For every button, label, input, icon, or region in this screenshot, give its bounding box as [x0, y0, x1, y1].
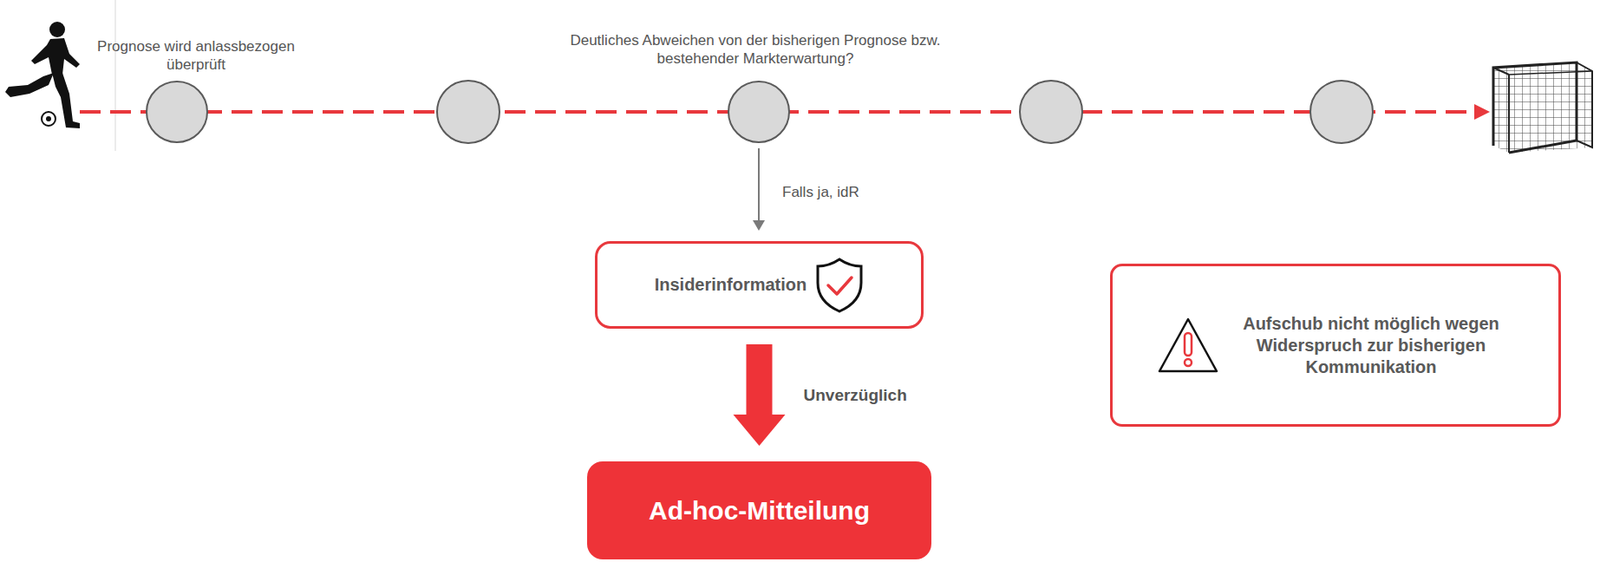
ad-hoc-box: Ad-hoc-Mitteilung — [587, 461, 932, 560]
warning-icon — [1156, 315, 1220, 375]
timeline-head — [1474, 104, 1490, 120]
step-caption: Prognose wird anlassbezogen überprüft — [83, 37, 309, 74]
edge-label: Falls ja, idR — [779, 183, 863, 202]
guide-line — [114, 0, 117, 151]
ball — [41, 111, 56, 126]
milestone-circle — [145, 80, 209, 144]
milestone-circle — [437, 80, 500, 144]
player-silhouette — [5, 21, 80, 129]
edge-label: Unverzüglich — [801, 385, 910, 405]
milestone-circle — [727, 80, 791, 144]
insider-box: Insiderinformation — [594, 241, 924, 329]
decision-node: Deutliches Abweichen von der bisherigen … — [727, 80, 791, 144]
box-text: Aufschub nicht möglich wegen Widerspruch… — [1227, 313, 1515, 379]
milestone-node: Prognose wird anlassbezogen überprüft — [145, 80, 209, 144]
milestone-circle — [1310, 80, 1373, 144]
box-text: Insiderinformation — [654, 274, 808, 296]
shield-icon — [815, 256, 864, 314]
box-text: Ad-hoc-Mitteilung — [648, 494, 870, 528]
milestone-circle — [1019, 80, 1083, 144]
goal-icon — [1493, 62, 1593, 153]
warning-box: Aufschub nicht möglich wegen Widerspruch… — [1110, 263, 1561, 427]
block-arrow — [733, 344, 786, 446]
flow-arrow — [752, 148, 765, 231]
step-caption: Deutliches Abweichen von der bisherigen … — [529, 31, 981, 68]
